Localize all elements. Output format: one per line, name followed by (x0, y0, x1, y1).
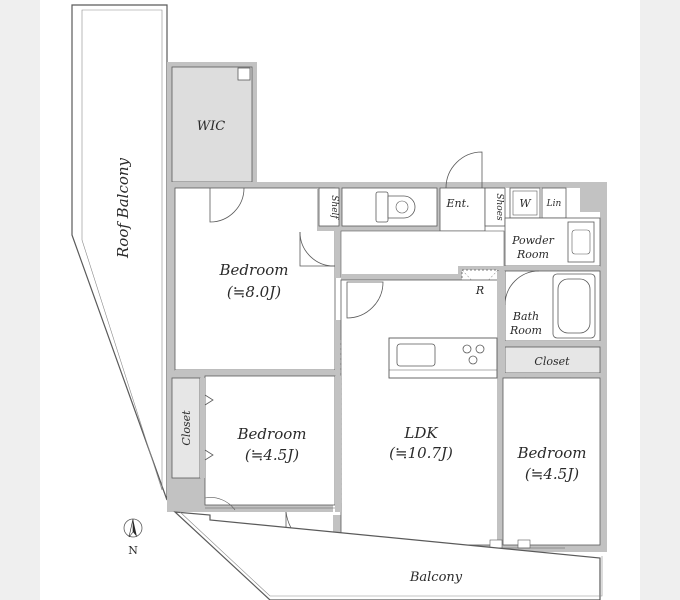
stove-burner-3 (468, 355, 478, 365)
label-bedroom-1: Bedroom (219, 261, 289, 279)
door-bedroom-8-hall[interactable] (299, 232, 335, 267)
entrance-area (439, 187, 486, 232)
label-powder-room-2: Room (516, 248, 549, 261)
label-bedroom-2: Bedroom (237, 425, 307, 443)
label-washer: W (519, 197, 532, 210)
door-entrance[interactable] (445, 151, 483, 189)
wall-bedroom-8-right-lower (335, 320, 341, 376)
door-bedroom-2-entry[interactable] (204, 497, 236, 511)
wall-top-bedroom (167, 182, 317, 188)
label-bedroom-2-size: (≒4.5J) (245, 446, 299, 464)
linen-box (541, 187, 567, 219)
stove-burner-2 (475, 344, 485, 354)
closet-left-hinge-bottom (204, 449, 214, 461)
balcony-outline (173, 511, 601, 600)
shelf-box (318, 187, 340, 227)
label-bath-room-2: Room (509, 324, 542, 337)
wall-powder-bath (505, 266, 600, 271)
bathtub-outer (552, 273, 596, 339)
label-bedroom-3-size: (≒4.5J) (525, 465, 579, 483)
bedroom-45-right-room (502, 377, 601, 546)
label-ldk-size: (≒10.7J) (389, 444, 453, 462)
label-roof-balcony: Roof Balcony (114, 157, 132, 259)
bedroom-45-left-room (204, 375, 336, 506)
closet-left-box (171, 377, 201, 479)
wall-bedroom-mid (175, 370, 340, 376)
kitchen-counter (388, 337, 498, 379)
toilet-tank (375, 191, 389, 223)
label-bath-room-1: Bath (512, 310, 539, 323)
label-powder-room-1: Powder (511, 234, 555, 247)
wall-ldk-bath (497, 271, 505, 378)
label-wic: WIC (197, 119, 225, 134)
toilet-icon (387, 195, 416, 219)
wall-ldk-bedroom-3 (497, 378, 503, 548)
wall-bottom-left (167, 505, 333, 512)
label-closet-right: Closet (534, 355, 570, 368)
window-ldk-2 (489, 539, 503, 549)
label-entrance: Ent. (445, 197, 469, 210)
label-closet-left: Closet (180, 410, 193, 446)
ldk-room (340, 279, 500, 546)
label-shelf: Shelf (329, 195, 339, 220)
roof-balcony-inner-line (81, 9, 163, 491)
wall-bedroom-8-right (335, 188, 341, 278)
closet-left-wall (200, 378, 205, 478)
label-linen: Lin (546, 199, 562, 209)
label-bedroom-1-size: (≒8.0J) (227, 283, 281, 301)
balcony-rail (179, 511, 603, 597)
column-right-top (580, 182, 607, 212)
compass-label: N (128, 544, 138, 557)
door-bedroom-8-top[interactable] (209, 187, 245, 223)
label-balcony: Balcony (409, 570, 463, 585)
bathtub-icon (557, 278, 591, 334)
wall-top-core (317, 182, 607, 188)
wall-left (167, 182, 175, 512)
label-refrigerator: R (475, 284, 484, 297)
stove-burner-1 (462, 344, 472, 354)
vanity-sink-icon (567, 221, 595, 263)
wic-column (237, 67, 251, 81)
north-arrow-icon (123, 518, 143, 538)
column-bottom-left (167, 478, 205, 512)
powder-block-wall (505, 182, 580, 188)
label-shoes: Shoes (494, 193, 504, 221)
wall-hall-bottom (341, 274, 461, 280)
label-ldk: LDK (403, 424, 438, 442)
wall-right (600, 182, 607, 552)
wall-bath-bottom (500, 341, 607, 347)
window-bed3-1 (517, 539, 531, 549)
closet-left-hinge-top (204, 394, 214, 406)
washer-inner (512, 190, 538, 216)
wall-bedroom-45-left-right (335, 376, 341, 512)
kitchen-sink-icon (396, 343, 436, 367)
shoes-box (484, 187, 506, 227)
left-margin-band (0, 0, 40, 600)
door-ldk[interactable] (346, 281, 384, 319)
right-margin-band (640, 0, 680, 600)
door-bath[interactable] (504, 270, 540, 306)
label-bedroom-3: Bedroom (517, 444, 587, 462)
wall-closet-right-bottom (500, 373, 607, 378)
bedroom-8j-room (174, 187, 336, 371)
